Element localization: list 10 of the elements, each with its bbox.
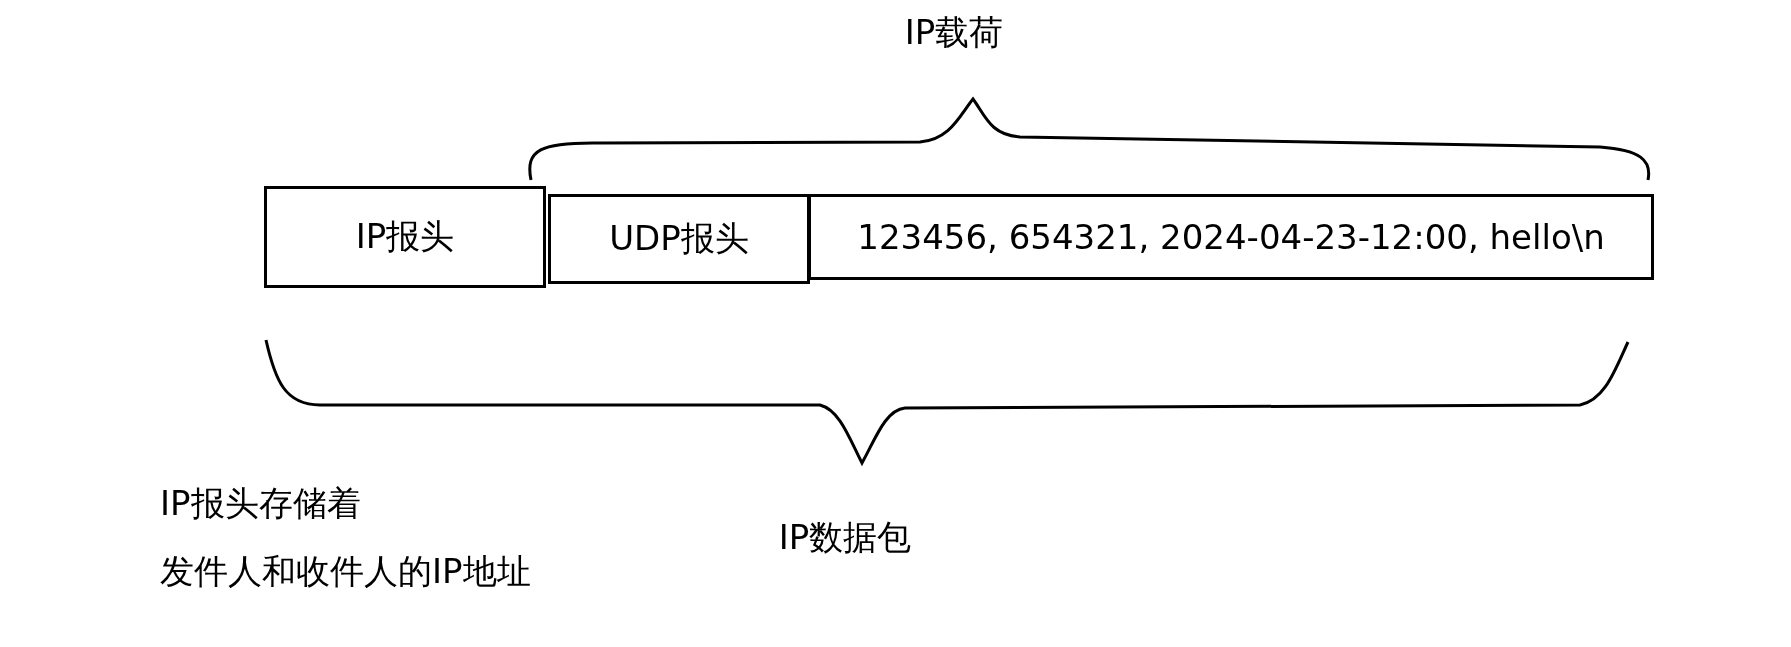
header-field-box bbox=[548, 194, 810, 284]
note-text: 发件人和收件人的IP地址 bbox=[160, 550, 531, 593]
payload-box bbox=[808, 194, 1654, 280]
brace-label: IP载荷 bbox=[904, 11, 1004, 54]
field-label: 123456, 654321, 2024-04-23-12:00, hello\n bbox=[857, 217, 1605, 257]
brace-label: IP数据包 bbox=[778, 516, 912, 559]
header-field-box bbox=[264, 186, 546, 288]
field-label: UDP报头 bbox=[609, 217, 749, 260]
note-text: IP报头存储着 bbox=[160, 482, 361, 525]
field-label: IP报头 bbox=[355, 215, 455, 258]
